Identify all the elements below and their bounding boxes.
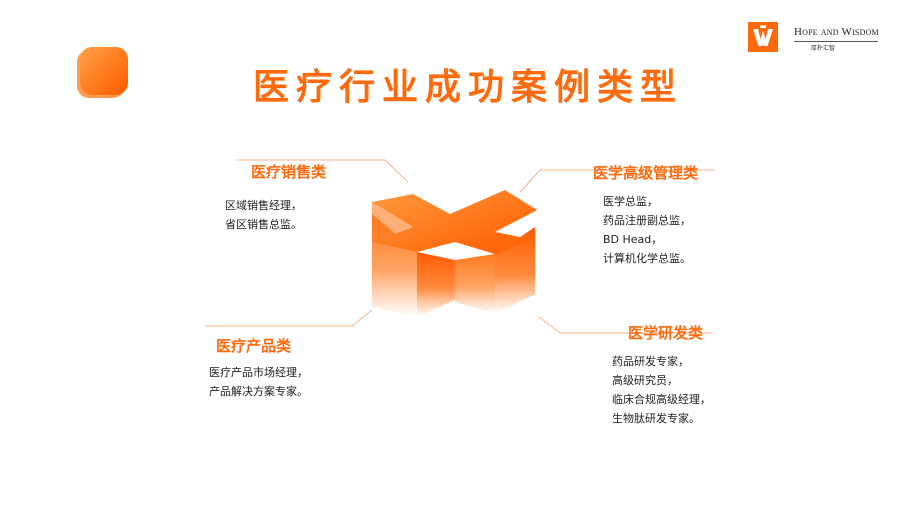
category-rd-title: 医学研发类 — [628, 324, 704, 342]
company-logo: Hope and Wisdom 厚朴汇智 — [744, 20, 884, 54]
list-item: 计算机化学总监。 — [603, 252, 691, 265]
list-item: 生物肽研发专家。 — [612, 412, 700, 425]
connector-product — [205, 309, 373, 327]
category-management-list: 医学总监， 药品注册副总监， BD Head， 计算机化学总监。 — [603, 192, 691, 268]
list-item: 临床合规高级经理， — [612, 393, 711, 406]
category-product-list: 医疗产品市场经理， 产品解决方案专家。 — [209, 363, 308, 401]
logo-divider — [794, 41, 878, 42]
connector-mgmt — [519, 169, 715, 193]
logo-name-cn: 厚朴汇智 — [811, 45, 836, 52]
list-item: 药品注册副总监， — [603, 214, 691, 227]
list-item: 区域销售经理， — [225, 199, 302, 212]
category-management-title: 医学高级管理类 — [593, 164, 699, 182]
category-sales-title: 医疗销售类 — [251, 163, 327, 181]
connector-rd — [537, 315, 713, 334]
decorative-square-icon — [80, 47, 128, 95]
page-title: 医疗行业成功案例类型 — [252, 67, 683, 108]
hope-wisdom-logo-icon — [748, 22, 778, 52]
x-cross-graphic — [372, 190, 537, 317]
list-item: 省区销售总监。 — [225, 218, 302, 231]
list-item: 产品解决方案专家。 — [209, 385, 308, 398]
logo-name-en: Hope and Wisdom — [794, 26, 879, 38]
list-item: 高级研究员， — [612, 374, 678, 387]
category-sales-list: 区域销售经理， 省区销售总监。 — [225, 196, 302, 234]
list-item: 医疗产品市场经理， — [209, 366, 308, 379]
list-item: 药品研发专家， — [612, 355, 689, 368]
category-product-title: 医疗产品类 — [216, 337, 292, 355]
category-rd-list: 药品研发专家， 高级研究员， 临床合规高级经理， 生物肽研发专家。 — [612, 352, 711, 428]
list-item: BD Head， — [603, 233, 663, 246]
connector-sales — [237, 159, 409, 183]
list-item: 医学总监， — [603, 195, 658, 208]
